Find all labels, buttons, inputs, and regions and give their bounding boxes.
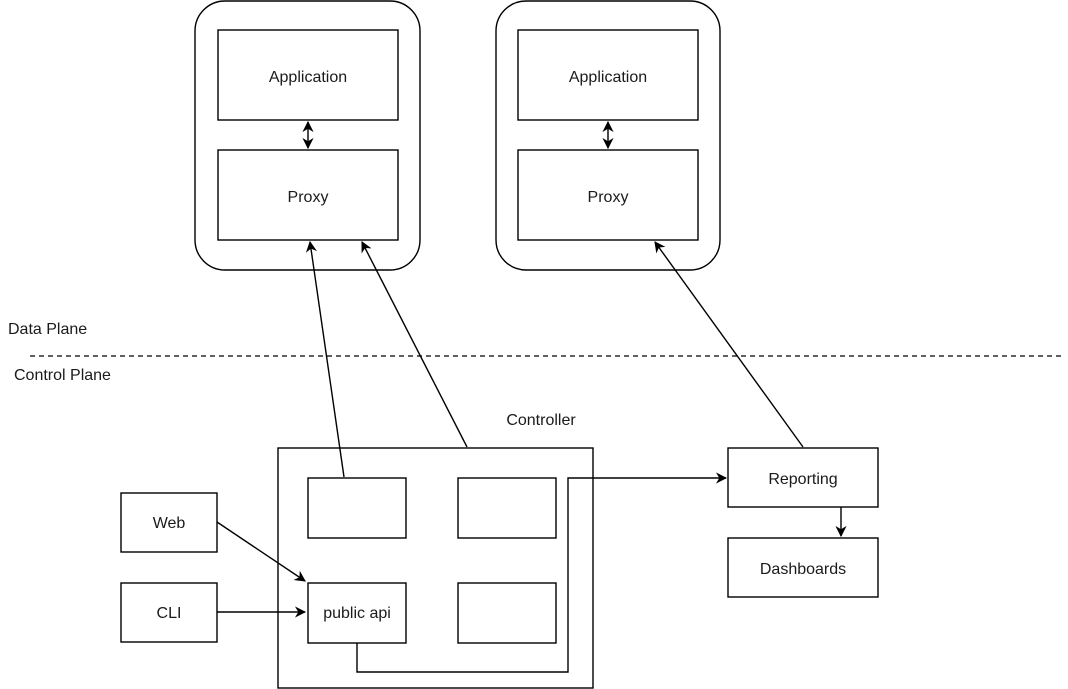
reporting-label: Reporting xyxy=(768,471,837,488)
reporting-to-pod-2-proxy-arrow xyxy=(654,241,804,448)
pod-2: Application Proxy xyxy=(495,0,721,271)
web-to-public-api-arrow xyxy=(216,521,306,582)
control-plane-label: Control Plane xyxy=(14,367,111,384)
pod-1-application-box xyxy=(217,29,399,121)
web-client-label: Web xyxy=(153,515,186,532)
pod-2-application-label: Application xyxy=(569,69,647,86)
pod-2-proxy-box xyxy=(517,149,699,241)
cli-client-label: CLI xyxy=(157,605,182,622)
public-api-box xyxy=(307,582,407,644)
pod-1-proxy-box xyxy=(217,149,399,241)
pod-1: Application Proxy xyxy=(194,0,421,271)
pod-1-application-label: Application xyxy=(269,69,347,86)
public-api-label: public api xyxy=(323,605,391,622)
dashboards-label: Dashboards xyxy=(760,561,846,578)
controller-component-top-right xyxy=(457,477,557,539)
web-client-box xyxy=(120,492,218,553)
controller: Controller public api xyxy=(277,412,594,689)
data-plane-label: Data Plane xyxy=(8,321,87,338)
pod-1-proxy-label: Proxy xyxy=(288,189,329,206)
controller-component-bottom-right xyxy=(457,582,557,644)
reporting-box xyxy=(727,447,879,508)
pod-2-application-box xyxy=(517,29,699,121)
controller-title: Controller xyxy=(506,412,576,429)
pod-2-proxy-label: Proxy xyxy=(588,189,629,206)
controller-to-pod-1-proxy-arrow-2 xyxy=(361,241,468,448)
cli-client-box xyxy=(120,582,218,643)
controller-to-pod-1-proxy-arrow xyxy=(305,240,345,478)
public-api-to-reporting-arrow xyxy=(356,472,728,673)
dashboards-box xyxy=(727,537,879,598)
controller-component-top-left xyxy=(307,477,407,539)
